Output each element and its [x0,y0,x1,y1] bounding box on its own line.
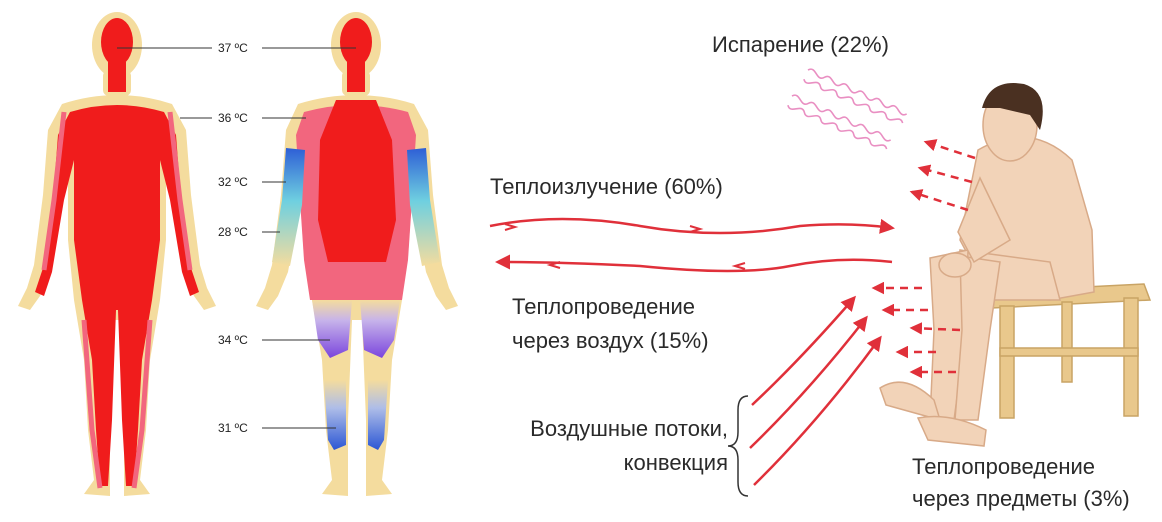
stool-icon [985,284,1150,418]
figure-core [35,18,199,486]
figure2-right-arm [407,148,440,266]
evaporation-coils [787,68,908,151]
convection-label-line1: Воздушные потоки, [530,416,728,441]
seated-man-illustration [880,83,1150,446]
evaporation-arrows [912,142,975,210]
temp-label-36: 36 ºC [218,111,248,125]
radiation-label: Теплоизлучение (60%) [490,174,723,199]
convection-arrows [750,298,880,485]
temp-label-34: 34 ºC [218,333,248,347]
air-conduction-label-line1: Теплопроведение [512,294,695,319]
temp-label-37: 37 ºC [218,41,248,55]
figure2-left-arm [272,148,305,266]
air-conduction-label-line2: через воздух (15%) [512,328,709,353]
convection-label-line2: конвекция [624,450,728,475]
temp-label-28: 28 ºC [218,225,248,239]
temp-label-31: 31 ºC [218,421,248,435]
man-body [880,137,1094,446]
temp-label-32: 32 ºC [218,175,248,189]
object-conduction-label-line1: Теплопроведение [912,454,1095,479]
evaporation-label: Испарение (22%) [712,32,889,57]
body-figure-shell [256,12,458,496]
figure2-right-thigh [360,300,400,358]
figure2-core [318,18,396,262]
air-conduction-arrow [498,260,892,271]
radiation-arrow [490,219,892,233]
figure2-left-thigh [312,300,352,358]
convection-brace [728,396,748,496]
body-figure-core [18,12,216,496]
object-conduction-label-line2: через предметы (3%) [912,486,1130,511]
